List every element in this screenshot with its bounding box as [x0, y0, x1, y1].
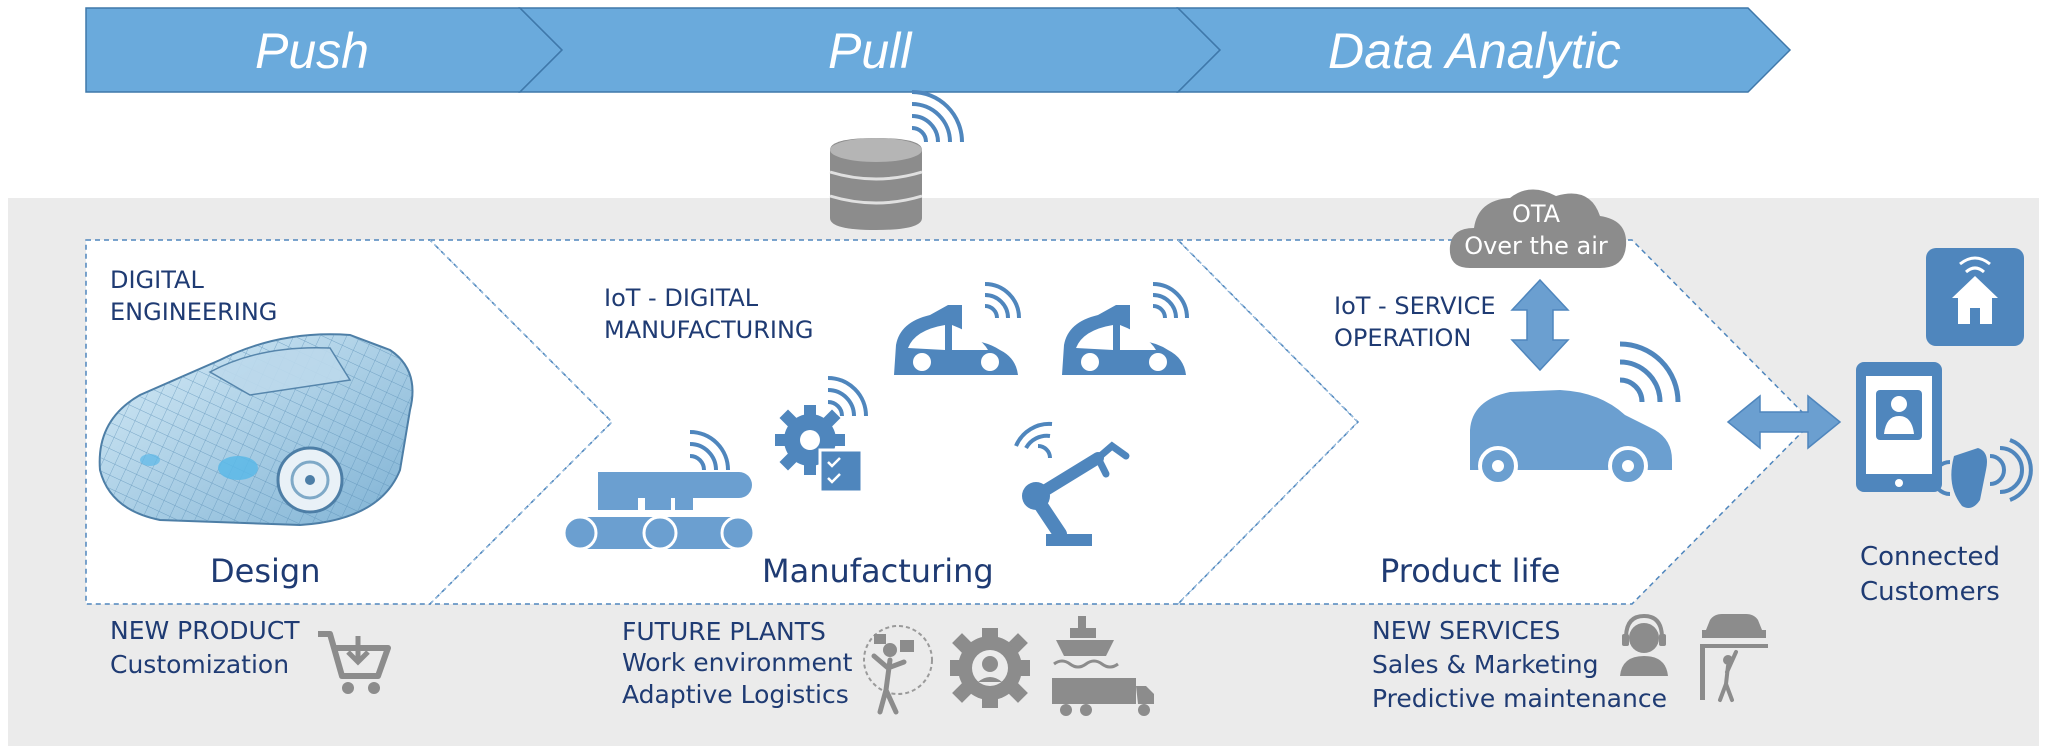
design-heading-line1: DIGITAL	[110, 266, 204, 294]
robot-arm-icon	[1014, 421, 1130, 546]
stage-label-manufacturing: Manufacturing	[762, 552, 994, 590]
car-body-factory-icon-1	[894, 282, 1021, 375]
manufacturing-heading-line1: IoT - DIGITAL	[604, 284, 759, 312]
cloud-label-line2: Over the air	[1464, 232, 1608, 261]
bidirectional-arrow-icon	[1726, 394, 1842, 450]
manufacturing-footer-line3: Adaptive Logistics	[622, 679, 849, 709]
car-lift-mechanic-icon	[1700, 614, 1768, 702]
product-life-heading-line2: OPERATION	[1334, 324, 1472, 353]
phase-label-push: Push	[255, 23, 369, 79]
design-footer-line2: Customization	[110, 649, 290, 679]
car-body-factory-icon-2	[1062, 282, 1189, 375]
phase-data-arrow	[1176, 7, 1792, 93]
stage-label-product-life: Product life	[1380, 552, 1561, 590]
updown-arrow-icon	[1510, 278, 1570, 372]
product-life-footer-line1: NEW SERVICES	[1372, 616, 1561, 645]
worker-icon	[863, 625, 933, 715]
product-life-footer-line2: Sales & Marketing	[1372, 649, 1599, 679]
gear-checklist-icon	[775, 376, 868, 494]
product-life-footer: NEW SERVICES Sales & Marketing Predictiv…	[1372, 614, 1667, 715]
connected-car-icon	[1470, 341, 1681, 486]
design-footer-line1: NEW PRODUCT	[110, 616, 300, 645]
connected-customers-line2: Customers	[1860, 577, 2000, 608]
cloud-label: OTA Over the air	[1462, 198, 1610, 263]
connected-customers-line1: Connected	[1860, 542, 2001, 572]
cloud-label-line1: OTA	[1511, 200, 1561, 228]
product-life-heading-line1: IoT - SERVICE	[1334, 292, 1496, 320]
manufacturing-footer-line1: FUTURE PLANTS	[622, 617, 826, 646]
manufacturing-heading-line2: MANUFACTURING	[604, 316, 814, 345]
product-life-heading: IoT - SERVICE OPERATION	[1334, 290, 1496, 355]
smartphone-user-icon	[1856, 362, 1942, 492]
design-footer: NEW PRODUCT Customization	[110, 614, 300, 682]
connected-customers-label: Connected Customers	[1860, 540, 2000, 610]
phase-label-data-analytic: Data Analytic	[1328, 23, 1621, 79]
shopping-cart-icon	[318, 631, 391, 694]
stage-label-design: Design	[210, 552, 321, 590]
ship-truck-icon	[1052, 616, 1154, 716]
phase-label-pull: Pull	[828, 23, 912, 79]
conveyor-icon	[560, 430, 756, 553]
phase-banner	[85, 7, 1792, 93]
manufacturing-heading: IoT - DIGITAL MANUFACTURING	[604, 282, 814, 347]
manufacturing-footer-line2: Work environment	[622, 648, 853, 678]
wearable-icon	[1932, 438, 2033, 508]
database-wifi-icon	[829, 90, 964, 230]
product-life-footer-line3: Predictive maintenance	[1372, 683, 1667, 713]
headset-agent-icon	[1620, 613, 1668, 676]
design-heading: DIGITAL ENGINEERING	[110, 264, 277, 329]
cloud-icon	[1449, 189, 1627, 268]
gear-worker-icon	[950, 628, 1030, 708]
design-heading-line2: ENGINEERING	[110, 298, 278, 327]
smart-home-icon	[1926, 248, 2024, 346]
sports-car-wireframe	[98, 333, 414, 527]
manufacturing-footer: FUTURE PLANTS Work environment Adaptive …	[622, 616, 852, 710]
